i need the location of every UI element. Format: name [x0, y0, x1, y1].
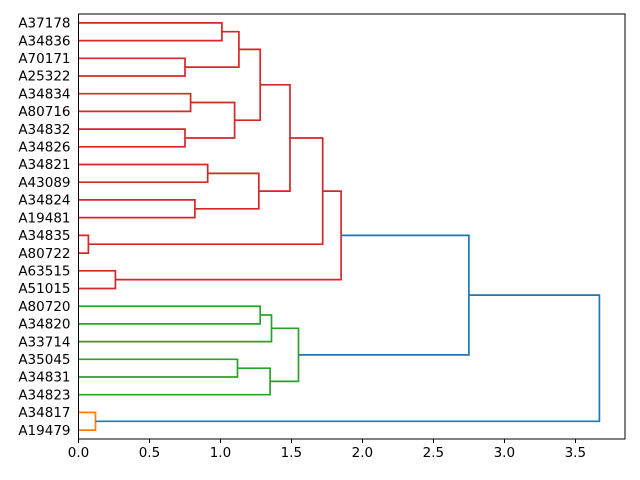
x-tick-label: 1.5: [281, 445, 302, 461]
leaf-label-A43089: A43089: [18, 175, 70, 191]
dendrogram-link-M20: [270, 327, 300, 383]
leaf-label-A51015: A51015: [18, 281, 70, 297]
dendrogram-link-M19: [78, 367, 271, 396]
leaf-label-A19479: A19479: [18, 423, 70, 439]
dendrogram-link-M22: [298, 234, 470, 356]
leaf-label-A34836: A34836: [18, 33, 70, 49]
plot-border: [78, 13, 626, 440]
x-tick-label: 2.5: [423, 445, 444, 461]
dendrogram-link-M1: [78, 22, 223, 42]
dendrogram-link-M16: [78, 305, 262, 325]
leaf-label-A19481: A19481: [18, 210, 70, 226]
dendrogram-link-M21: [78, 411, 97, 431]
dendrogram-link-M10: [194, 172, 260, 210]
dendrogram-link-M5: [78, 128, 186, 148]
dendrogram-link-M8: [78, 163, 209, 184]
dendrogram-link-M2: [78, 57, 186, 77]
leaf-label-A34823: A34823: [18, 387, 70, 403]
dendrogram-link-M15: [115, 190, 342, 281]
leaf-label-A63515: A63515: [18, 263, 70, 279]
x-tick-label: 3.0: [494, 445, 515, 461]
dendrogram-link-M18: [78, 358, 239, 378]
x-tick-label: 1.0: [210, 445, 231, 461]
x-tick-label: 0.5: [139, 445, 160, 461]
dendrogram-link-M9: [78, 199, 196, 219]
leaf-labels: A37178A34836A70171A25322A34834A80716A348…: [18, 16, 70, 439]
leaf-label-A35045: A35045: [18, 352, 70, 368]
leaf-label-A34824: A34824: [18, 193, 70, 209]
dendrogram-link-M4: [78, 92, 192, 113]
dendrogram-link-M3: [185, 30, 240, 68]
leaf-label-A80716: A80716: [18, 104, 70, 120]
leaf-label-A37178: A37178: [18, 16, 70, 32]
leaf-label-A25322: A25322: [18, 69, 70, 85]
leaf-label-A34826: A34826: [18, 140, 70, 156]
dendrogram-link-M6: [185, 101, 236, 139]
leaf-label-A80720: A80720: [18, 299, 70, 315]
x-tick-label: 0.0: [68, 445, 89, 461]
x-tick-label: 2.0: [352, 445, 373, 461]
x-axis: 0.0 0.5 1.0 1.5 2.0 2.5 3.0 3.5: [68, 439, 586, 461]
leaf-label-A34835: A34835: [18, 228, 70, 244]
leaf-label-A34831: A34831: [18, 370, 70, 386]
leaf-label-A34834: A34834: [18, 86, 70, 102]
leaf-label-A34821: A34821: [18, 157, 70, 173]
leaf-label-A80722: A80722: [18, 246, 70, 262]
dendrogram-link-M12: [78, 234, 90, 254]
dendrogram-links: [78, 22, 601, 431]
leaf-label-A34817: A34817: [18, 405, 70, 421]
leaf-label-A34820: A34820: [18, 317, 70, 333]
leaf-label-A34832: A34832: [18, 122, 70, 138]
dendrogram-link-M14: [78, 269, 117, 290]
dendrogram-link-M23: [95, 294, 601, 423]
leaf-label-A70171: A70171: [18, 51, 70, 67]
x-tick-label: 3.5: [565, 445, 586, 461]
leaf-label-A33714: A33714: [18, 334, 70, 350]
dendrogram-link-M11: [258, 83, 291, 192]
dendrogram-link-M17: [78, 314, 273, 343]
